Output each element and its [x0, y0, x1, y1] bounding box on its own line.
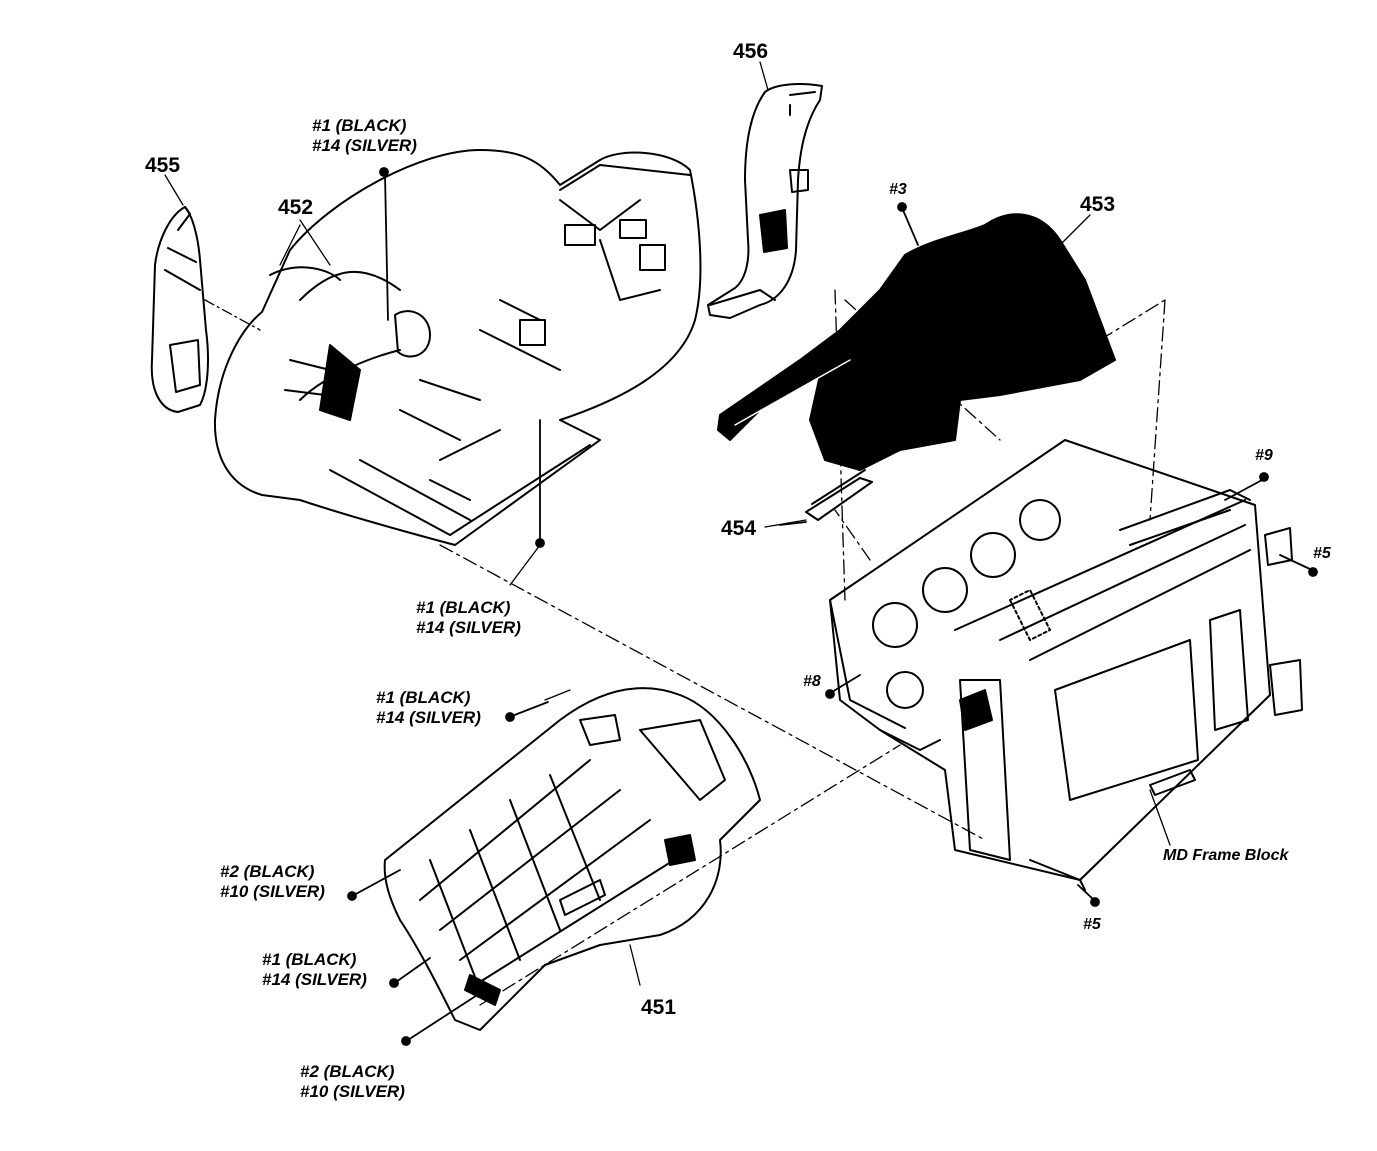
callout-bottom2-screws: #2 (BLACK) #10 (SILVER): [300, 1062, 405, 1102]
leader-lines: [164, 61, 1171, 1006]
label-part-454: 454: [721, 517, 757, 540]
callout-left2a-line2: #10 (SILVER): [220, 882, 325, 901]
part-452-drawing: [213, 149, 702, 546]
screws: [347, 167, 1318, 1046]
label-part-453: 453: [1080, 193, 1116, 216]
callout-left2a-screws: #2 (BLACK) #10 (SILVER): [220, 862, 325, 902]
label-part-452: 452: [278, 196, 314, 219]
callout-mid-line2: #14 (SILVER): [416, 618, 521, 637]
md-frame-block-drawing: [829, 439, 1303, 891]
label-screw-9: #9: [1255, 447, 1273, 464]
callout-top-line1: #1 (BLACK): [312, 116, 407, 135]
callout-top-screws: #1 (BLACK) #14 (SILVER): [312, 116, 417, 156]
label-md-frame-block: MD Frame Block: [1163, 847, 1289, 864]
callout-mid-line1: #1 (BLACK): [416, 598, 511, 617]
callout-bottom2-line2: #10 (SILVER): [300, 1082, 405, 1101]
callout-lower-line1: #1 (BLACK): [376, 688, 471, 707]
callout-left1-line2: #14 (SILVER): [262, 970, 367, 989]
part-456-drawing: [707, 83, 823, 319]
label-part-456: 456: [733, 40, 769, 63]
callout-left1-screws: #1 (BLACK) #14 (SILVER): [262, 950, 367, 990]
callout-lower-screws: #1 (BLACK) #14 (SILVER): [376, 688, 481, 728]
label-screw-5-bottom: #5: [1083, 916, 1101, 933]
callout-mid-screws: #1 (BLACK) #14 (SILVER): [416, 598, 521, 638]
label-screw-5-right: #5: [1313, 545, 1331, 562]
label-part-451: 451: [641, 996, 677, 1019]
callout-left2a-line1: #2 (BLACK): [220, 862, 315, 881]
part-454-drawing: [805, 469, 873, 521]
label-screw-8: #8: [803, 673, 821, 690]
part-451-drawing: [383, 687, 761, 1031]
label-screw-3: #3: [889, 181, 907, 198]
part-453-drawing: [717, 213, 1116, 471]
callout-left1-line1: #1 (BLACK): [262, 950, 357, 969]
callout-bottom2-line1: #2 (BLACK): [300, 1062, 395, 1081]
callout-lower-line2: #14 (SILVER): [376, 708, 481, 727]
label-part-455: 455: [145, 154, 181, 177]
callout-top-line2: #14 (SILVER): [312, 136, 417, 155]
part-455-drawing: [150, 206, 209, 413]
